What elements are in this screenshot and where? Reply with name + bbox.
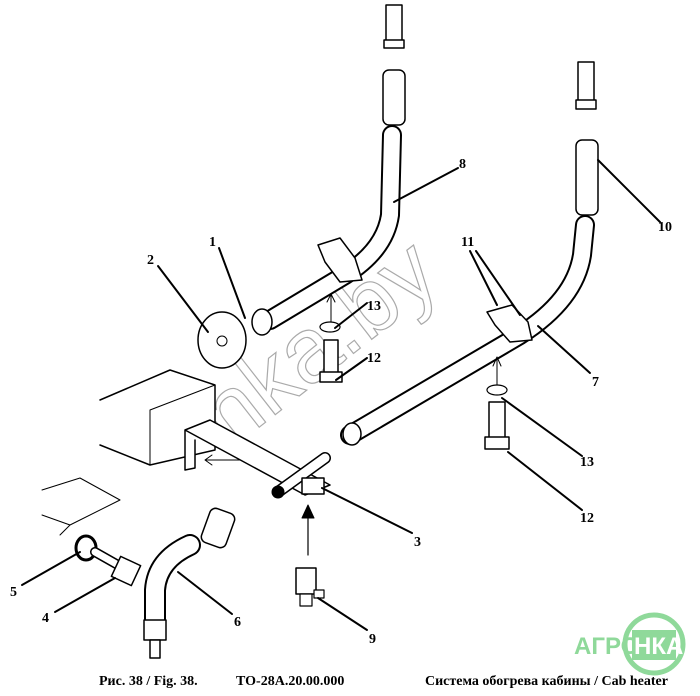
callout-10: 10 (658, 220, 672, 235)
callout-11: 11 (461, 235, 474, 250)
valve-3 (271, 452, 331, 556)
callout-5: 5 (10, 585, 17, 600)
callout-9: 9 (369, 632, 376, 647)
leader-lines (21, 159, 661, 631)
hose-6 (143, 507, 236, 659)
callout-7: 7 (592, 375, 599, 390)
hose-10 (575, 61, 599, 216)
callout-3: 3 (414, 535, 421, 550)
flange-2 (197, 308, 273, 369)
figure-title: Система обогрева кабины / Cab heater (425, 674, 668, 689)
clamp-11-lower (486, 304, 533, 343)
callout-12-upper: 12 (367, 351, 381, 366)
callout-1: 1 (209, 235, 216, 250)
callout-8: 8 (459, 157, 466, 172)
figure-number: Рис. 38 / Fig. 38. (99, 674, 198, 689)
callout-2: 2 (147, 253, 154, 268)
agronka-logo: АГРО НКА (574, 612, 686, 676)
callout-12-lower: 12 (580, 511, 594, 526)
logo-text-left: АГРО (574, 633, 639, 660)
callout-4: 4 (42, 611, 49, 626)
bolt-4 (74, 534, 142, 587)
callout-13-upper: 13 (367, 299, 381, 314)
drawing-code: ТО-28А.20.00.000 (236, 674, 345, 689)
logo-text-right: НКА (634, 633, 683, 660)
callout-6: 6 (234, 615, 241, 630)
bolt-12-upper (319, 293, 343, 383)
drain-tap-9 (295, 567, 325, 607)
clamp-11-upper (317, 237, 363, 283)
callout-13-lower: 13 (580, 455, 594, 470)
bolt-12-lower (484, 356, 510, 450)
